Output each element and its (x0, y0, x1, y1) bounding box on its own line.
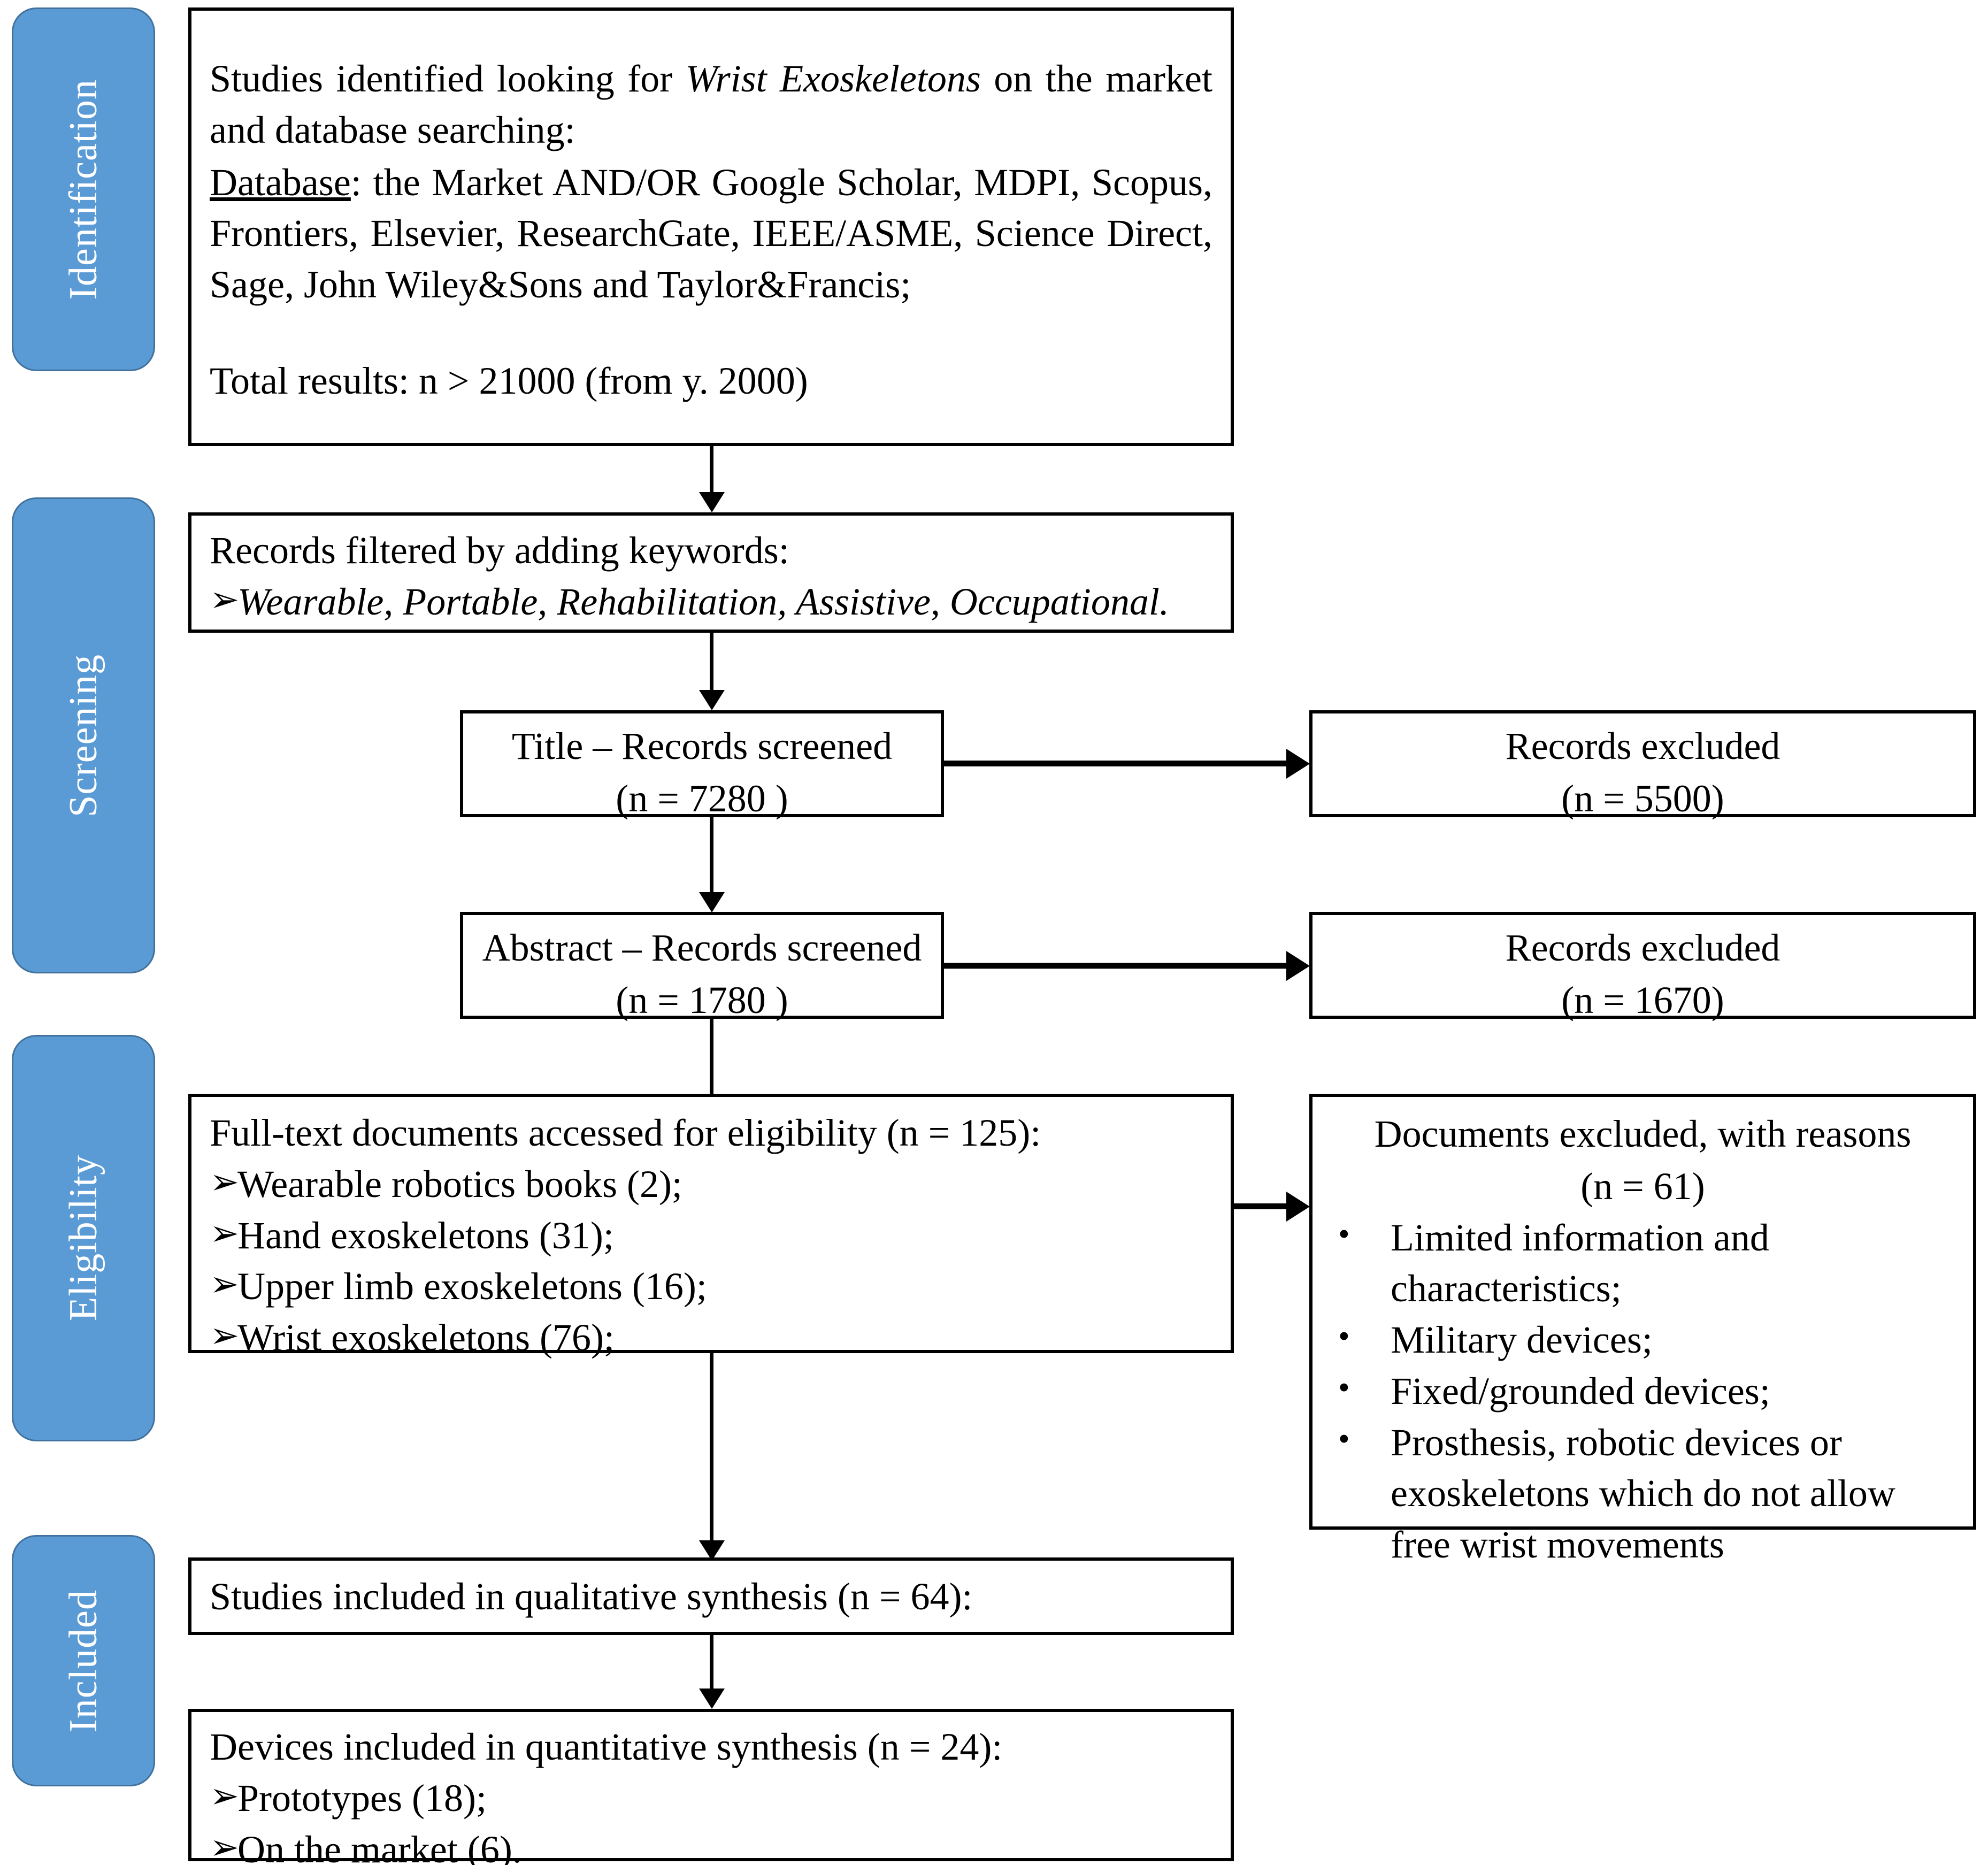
connector-title-to-abstract-arrowhead (699, 892, 725, 912)
connector-abstract-to-excluded-arrowhead (1286, 951, 1310, 981)
documents-excluded-reason: • Limited information and characteristic… (1331, 1212, 1955, 1315)
documents-excluded-reason-label: Military devices; (1391, 1318, 1653, 1361)
identification-database-line: Database: the Market AND/OR Google Schol… (210, 157, 1212, 311)
abstract-screened-count: (n = 1780 ) (616, 978, 788, 1022)
documents-excluded-label: Documents excluded, with reasons (1374, 1112, 1912, 1155)
connector-abstract-to-excluded (944, 963, 1289, 969)
records-filtered-box: Records filtered by adding keywords: ➢ W… (188, 512, 1234, 633)
eligibility-item: ➢ Wearable robotics books (2); (210, 1159, 1212, 1210)
arrow-bullet-icon: ➢ (210, 1828, 240, 1865)
title-excluded-label: Records excluded (1505, 725, 1780, 768)
records-filtered-keywords: Wearable, Portable, Rehabilitation, Assi… (237, 580, 1169, 623)
connector-qualitative-to-quantitative (710, 1635, 713, 1691)
abstract-records-excluded-box: Records excluded (n = 1670) (1309, 912, 1976, 1022)
identification-database-list: : the Market AND/OR Google Scholar, MDPI… (210, 160, 1212, 306)
quantitative-item: ➢ Prototypes (18); (210, 1773, 1212, 1824)
qualitative-synthesis-box: Studies included in qualitative synthesi… (188, 1557, 1234, 1635)
documents-excluded-reason: • Fixed/grounded devices; (1331, 1366, 1955, 1417)
stage-label-eligibility: Eligibility (62, 1155, 105, 1322)
connector-title-to-abstract (710, 817, 713, 895)
stage-label-included: Included (62, 1589, 105, 1732)
abstract-excluded-count: (n = 1670) (1561, 978, 1724, 1022)
records-filtered-heading: Records filtered by adding keywords: (210, 529, 789, 572)
arrow-bullet-icon: ➢ (210, 1265, 240, 1304)
connector-title-to-excluded-arrowhead (1286, 749, 1310, 779)
eligibility-heading: Full-text documents accessed for eligibi… (210, 1111, 1041, 1154)
quantitative-item-label: Prototypes (18); (237, 1776, 487, 1820)
eligibility-item-label: Hand exoskeletons (31); (237, 1214, 614, 1257)
identification-spacer (210, 311, 1212, 356)
qualitative-synthesis-heading: Studies included in qualitative synthesi… (210, 1575, 973, 1618)
records-filtered-keywords-row: ➢ Wearable, Portable, Rehabilitation, As… (210, 577, 1212, 628)
stage-tab-eligibility: Eligibility (12, 1035, 155, 1441)
identification-database-label: Database (210, 160, 351, 204)
eligibility-item: ➢ Wrist exoskeletons (76); (210, 1313, 1212, 1364)
dot-bullet-icon: • (1338, 1216, 1350, 1253)
connector-eligibility-to-documents-excluded (1234, 1203, 1290, 1209)
documents-excluded-box: Documents excluded, with reasons (n = 61… (1309, 1094, 1976, 1566)
documents-excluded-count: (n = 61) (1580, 1164, 1705, 1208)
quantitative-item-label: On the market (6). (237, 1828, 522, 1865)
stage-tab-identification: Identification (12, 7, 155, 371)
stage-label-identification: Identification (62, 79, 105, 300)
documents-excluded-reason-label: Prosthesis, robotic devices or exoskelet… (1391, 1421, 1895, 1567)
abstract-screened-label: Abstract – Records screened (482, 926, 922, 969)
dot-bullet-icon: • (1338, 1318, 1350, 1355)
arrow-bullet-icon: ➢ (210, 1162, 240, 1202)
connector-abstract-to-eligibility (710, 1019, 713, 1096)
stage-tab-included: Included (12, 1535, 155, 1786)
identification-box: Studies identified looking for Wrist Exo… (188, 7, 1234, 446)
arrow-bullet-icon: ➢ (210, 1316, 240, 1355)
connector-eligibility-to-documents-excluded-arrowhead (1286, 1192, 1310, 1222)
title-records-excluded-box: Records excluded (n = 5500) (1309, 710, 1976, 820)
connector-qualitative-to-quantitative-arrowhead (699, 1689, 725, 1709)
title-records-screened-box: Title – Records screened (n = 7280 ) (460, 710, 944, 820)
connector-identification-to-filtered (710, 446, 713, 495)
title-screened-label: Title – Records screened (511, 725, 893, 768)
eligibility-item-label: Wearable robotics books (2); (237, 1162, 682, 1206)
title-screened-count: (n = 7280 ) (616, 777, 788, 820)
stage-label-screening: Screening (62, 654, 105, 817)
documents-excluded-reason: • Prosthesis, robotic devices or exoskel… (1331, 1417, 1955, 1571)
quantitative-synthesis-heading: Devices included in quantitative synthes… (210, 1725, 1003, 1768)
connector-eligibility-to-qualitative (710, 1353, 713, 1543)
arrow-bullet-icon: ➢ (210, 1776, 240, 1816)
title-excluded-count: (n = 5500) (1561, 777, 1724, 820)
quantitative-synthesis-box: Devices included in quantitative synthes… (188, 1709, 1234, 1865)
identification-search-pre: Studies identified looking for (210, 57, 686, 100)
identification-search-topic: Wrist Exoskeletons (685, 57, 981, 100)
documents-excluded-reason: • Military devices; (1331, 1315, 1955, 1366)
connector-filtered-to-title (710, 633, 713, 692)
stage-tab-screening: Screening (12, 497, 155, 973)
full-text-eligibility-box: Full-text documents accessed for eligibi… (188, 1094, 1234, 1359)
quantitative-item: ➢ On the market (6). (210, 1824, 1212, 1865)
identification-search-line: Studies identified looking for Wrist Exo… (210, 53, 1212, 156)
abstract-records-screened-box: Abstract – Records screened (n = 1780 ) (460, 912, 944, 1022)
eligibility-item: ➢ Hand exoskeletons (31); (210, 1210, 1212, 1262)
dot-bullet-icon: • (1338, 1369, 1350, 1406)
arrow-bullet-icon: ➢ (210, 580, 240, 619)
identification-total-results: Total results: n > 21000 (from y. 2000) (210, 359, 808, 402)
eligibility-item-label: Upper limb exoskeletons (16); (237, 1265, 707, 1308)
connector-filtered-to-title-arrowhead (699, 690, 725, 710)
arrow-bullet-icon: ➢ (210, 1214, 240, 1253)
dot-bullet-icon: • (1338, 1421, 1350, 1457)
abstract-excluded-label: Records excluded (1505, 926, 1780, 969)
connector-eligibility-to-qualitative-arrowhead (699, 1540, 725, 1561)
eligibility-item-label: Wrist exoskeletons (76); (237, 1316, 615, 1359)
connector-title-to-excluded (944, 761, 1289, 766)
eligibility-item: ➢ Upper limb exoskeletons (16); (210, 1261, 1212, 1313)
identification-search-post: on the market and database searching: (210, 57, 1212, 151)
documents-excluded-reason-label: Limited information and characteristics; (1391, 1216, 1769, 1310)
documents-excluded-reason-label: Fixed/grounded devices; (1391, 1369, 1770, 1413)
connector-identification-to-filtered-arrowhead (699, 492, 725, 512)
